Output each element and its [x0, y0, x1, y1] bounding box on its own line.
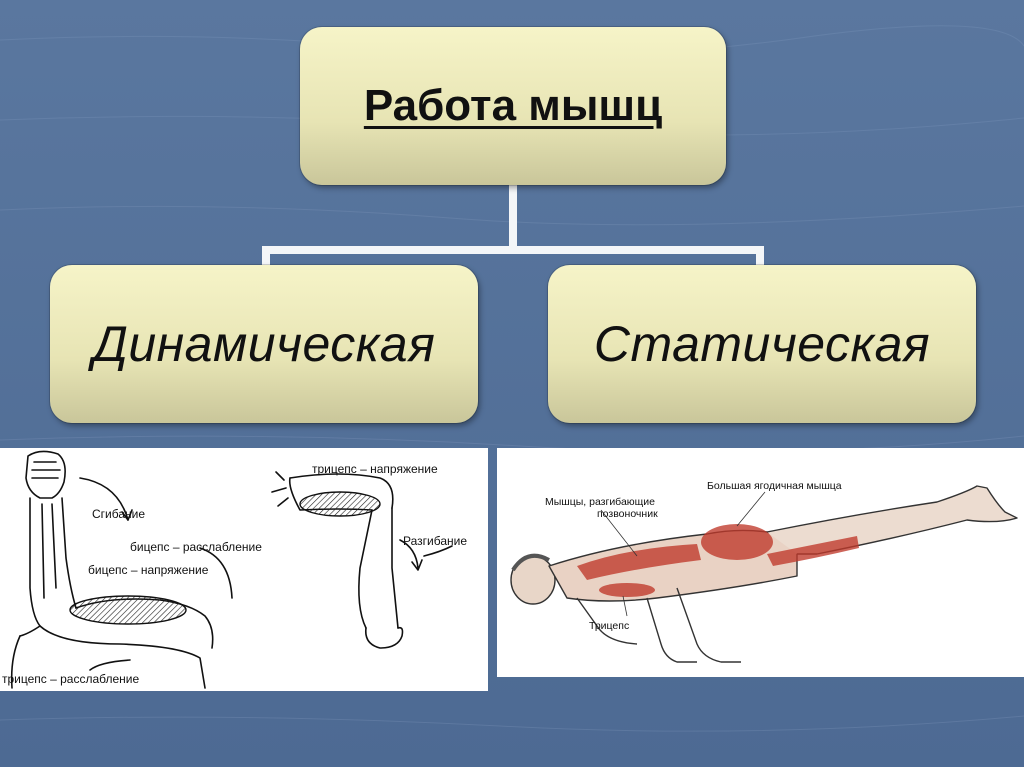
arm-drawing [10, 450, 453, 689]
label-extension: Разгибание [403, 534, 468, 548]
label-gluteus: Большая ягодичная мышца [707, 480, 842, 492]
dynamic-label: Динамическая [92, 316, 436, 372]
label-triceps-relax: трицепс – расслабление [2, 672, 140, 686]
dynamic-node: Динамическая [50, 265, 478, 423]
connector-right-drop [756, 246, 764, 266]
label-spine-extensors-2: позвоночник [597, 508, 658, 520]
arm-flexion-illustration: Сгибание бицепс – расслабление бицепс – … [0, 448, 488, 691]
static-label: Статическая [593, 316, 931, 372]
plank-pose-illustration: Большая ягодичная мышца Мышцы, разгибающ… [497, 448, 1024, 677]
label-triceps-tense: трицепс – напряжение [312, 462, 438, 476]
label-spine-extensors-1: Мышцы, разгибающие [545, 496, 656, 508]
static-node: Статическая [548, 265, 976, 423]
label-biceps-relax: бицепс – расслабление [130, 540, 262, 554]
root-node: Работа мышц [300, 27, 726, 185]
label-triceps: Трицепс [589, 620, 630, 632]
root-title: Работа мышц [363, 81, 663, 130]
label-biceps-tense: бицепс – напряжение [88, 563, 209, 577]
pose-drawing [510, 485, 1018, 663]
connector-left-drop [262, 246, 270, 266]
connector-horizontal [262, 246, 764, 254]
label-flexion: Сгибание [92, 507, 146, 521]
connector-vertical [509, 185, 517, 247]
